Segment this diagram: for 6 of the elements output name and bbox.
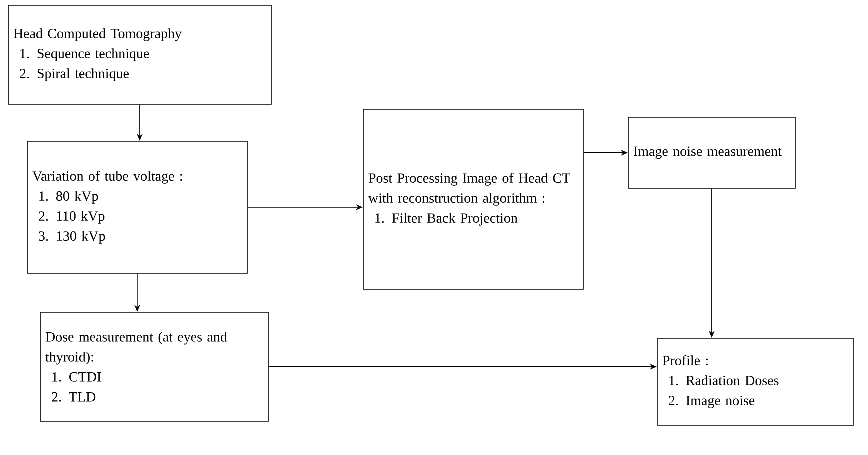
process-box: Head Computed Tomography 1. Sequence technique 2. Spiral technique — [8, 5, 272, 105]
process-box: Post Processing Image of Head CT with reconstruction algorithm : 1. Filter Back Projection — [363, 109, 584, 290]
process-box: Variation of tube voltage : 1. 80 kVp 2. 110 kVp 3. 130 kVp — [27, 141, 248, 274]
process-box: Image noise measurement — [628, 117, 796, 189]
process-box: Dose measurement (at eyes and thyroid): 1. CTDI 2. TLD — [40, 312, 269, 422]
process-box: Profile : 1. Radiation Doses 2. Image noise — [657, 338, 854, 426]
